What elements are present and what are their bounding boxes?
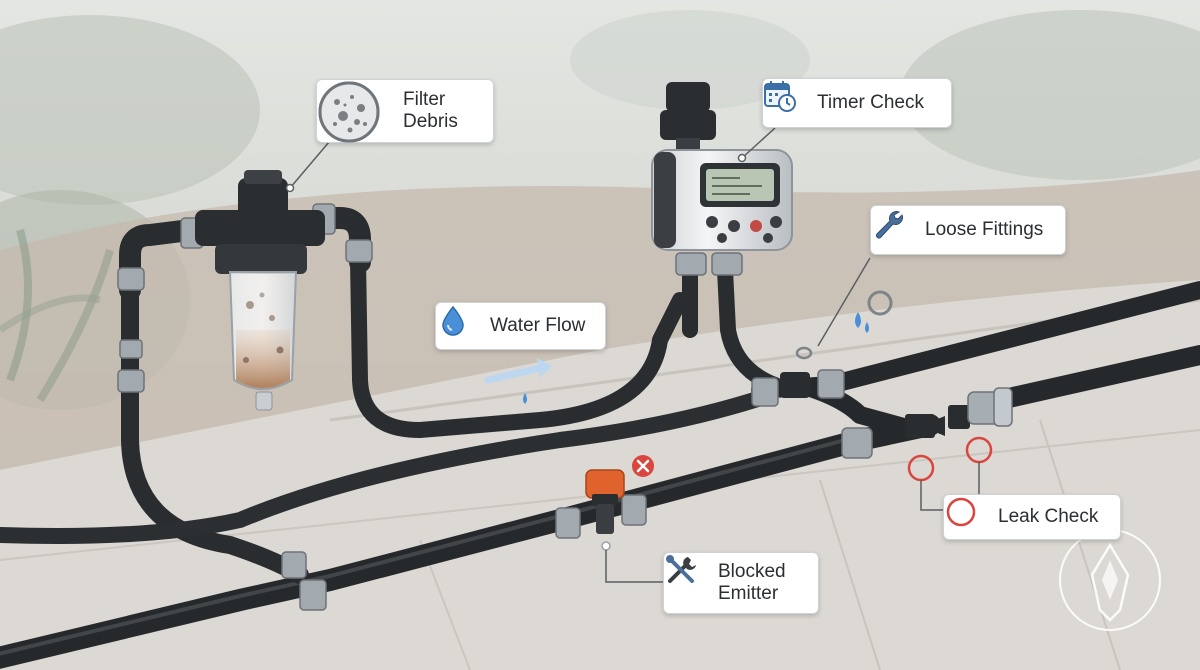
water-drop-icon bbox=[442, 305, 480, 343]
callout-water-flow: Water Flow bbox=[435, 302, 606, 350]
callout-leak-check: Leak Check bbox=[943, 494, 1121, 540]
callout-timer-check: Timer Check bbox=[762, 78, 952, 128]
error-marker-icon bbox=[632, 455, 654, 477]
blocked-emitter-part bbox=[585, 469, 625, 551]
red-circle-icon bbox=[946, 497, 988, 534]
wrench-icon bbox=[876, 211, 915, 247]
timer-unit bbox=[651, 82, 793, 251]
callout-filter-label: Filter Debris bbox=[403, 89, 458, 132]
filter-housing bbox=[195, 170, 325, 411]
calendar-clock-icon bbox=[764, 81, 807, 120]
callout-blocked-label: Blocked Emitter bbox=[718, 561, 786, 604]
callout-timer-label: Timer Check bbox=[817, 92, 924, 113]
callout-loose-label: Loose Fittings bbox=[925, 219, 1044, 240]
callout-water-label: Water Flow bbox=[490, 315, 586, 336]
callout-loose-fittings: Loose Fittings bbox=[870, 205, 1066, 255]
callout-leak-label: Leak Check bbox=[998, 506, 1099, 527]
callout-filter-debris: Filter Debris bbox=[316, 79, 494, 143]
callout-blocked-emitter: Blocked Emitter bbox=[663, 552, 819, 614]
tools-icon bbox=[666, 555, 708, 600]
debris-magnifier-icon bbox=[318, 79, 389, 143]
